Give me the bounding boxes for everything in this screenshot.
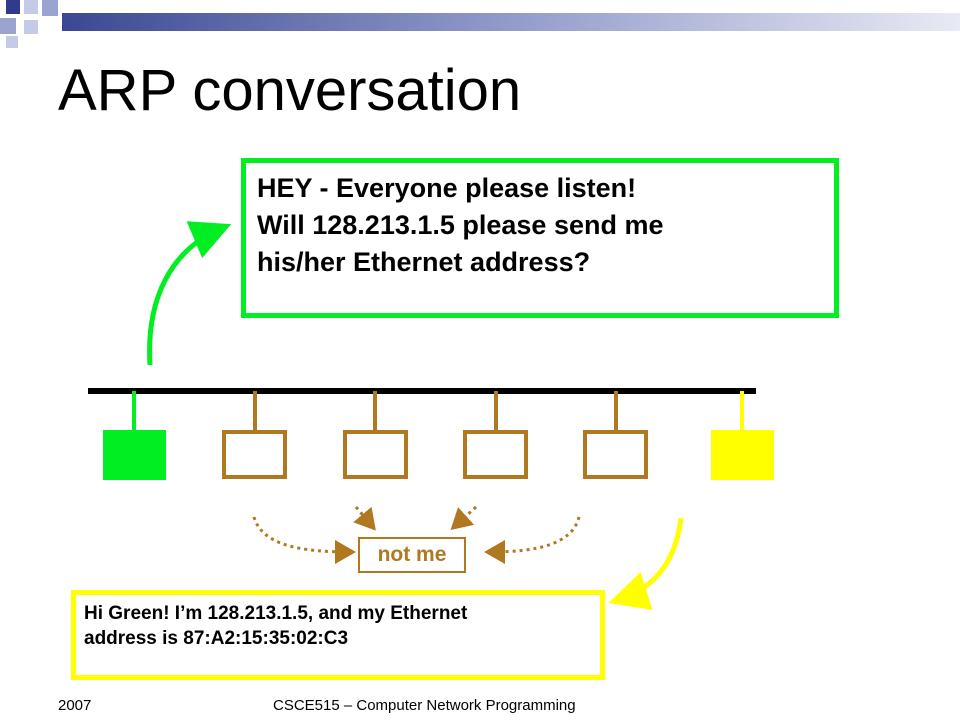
- not-me-arrow-2: [353, 506, 376, 531]
- broadcast-arrow: [147, 221, 232, 366]
- reply-message: Hi Green! I’m 128.213.1.5, and my Ethern…: [84, 603, 468, 649]
- not-me-arrow-1: [252, 516, 356, 564]
- broadcast-message: HEY - Everyone please listen! Will 128.2…: [257, 173, 664, 277]
- reply-arrow: [608, 517, 684, 611]
- host-5: [583, 430, 648, 479]
- host-3: [343, 430, 408, 479]
- not-me-arrow-3: [450, 505, 478, 531]
- host-2: [222, 430, 287, 479]
- footer-course: CSCE515 – Computer Network Programming: [273, 697, 576, 714]
- title-bar-decoration: [62, 13, 960, 31]
- reply-callout: Hi Green! I’m 128.213.1.5, and my Ethern…: [71, 590, 605, 680]
- corner-decoration: [0, 0, 80, 60]
- broadcast-callout: HEY - Everyone please listen! Will 128.2…: [241, 158, 839, 318]
- not-me-arrow-4: [484, 516, 581, 564]
- host-green-sender: [103, 430, 166, 480]
- host-4: [463, 430, 528, 479]
- not-me-label: not me: [358, 537, 466, 573]
- host-yellow-target: [711, 430, 774, 480]
- footer-year: 2007: [58, 697, 92, 714]
- page-title: ARP conversation: [58, 58, 522, 123]
